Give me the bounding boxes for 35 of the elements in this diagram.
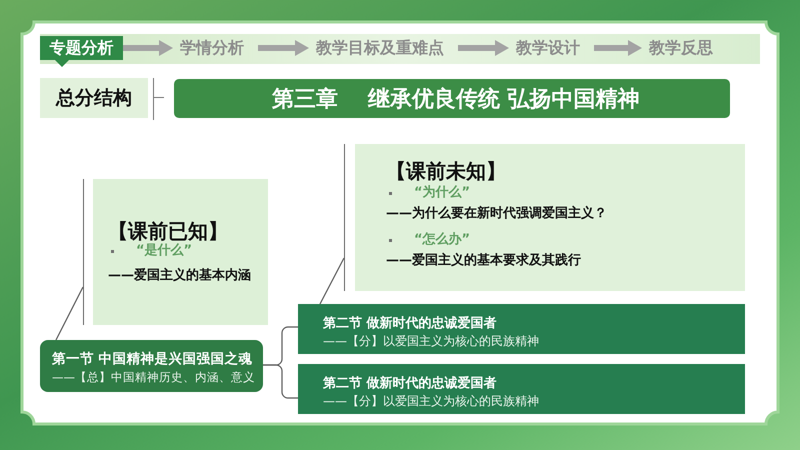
- card-heading: 【课前未知】: [386, 160, 506, 182]
- answer-text: ——爱国主义的基本内涵: [108, 266, 251, 285]
- section-subtitle: ——【总】中国精神历史、内涵、意义: [52, 369, 255, 385]
- question-text: “怎么办”: [414, 231, 470, 249]
- title-bar: [174, 79, 730, 118]
- answer-text: ——爱国主义的基本要求及其践行: [386, 252, 581, 270]
- answer-text: ——为什么要在新时代强调爱国主义？: [386, 204, 607, 223]
- chapter-number: 第三章: [272, 84, 338, 114]
- note-card: [83, 179, 268, 325]
- active-tab: 专题分析: [40, 36, 123, 67]
- section-card: [40, 340, 263, 392]
- brace-line: [263, 364, 298, 399]
- step-label: 学情分析: [166, 36, 258, 60]
- note-card: [344, 144, 745, 291]
- leader-line: [55, 286, 84, 340]
- question-text: “是什么”: [136, 242, 192, 260]
- arrow: [123, 40, 173, 56]
- heading-panel: 总分结构: [40, 78, 148, 118]
- section-title: 第二节 做新时代的忠诚爱国者: [323, 375, 497, 392]
- step-label: 教学目标及重难点: [302, 36, 458, 60]
- section-title: 第一节 中国精神是兴国强国之魂: [52, 350, 253, 368]
- chapter-title: 继承优良传统 弘扬中国精神: [368, 84, 640, 114]
- arrow: [594, 40, 642, 56]
- arrow: [258, 40, 309, 56]
- card-heading: 【课前已知】: [108, 220, 228, 242]
- section-card: [298, 304, 745, 354]
- section-title: 第二节 做新时代的忠诚爱国者: [323, 315, 497, 332]
- leader-line: [319, 258, 345, 304]
- section-card: [298, 364, 745, 414]
- section-subtitle: ——【分】以爱国主义为核心的民族精神: [323, 333, 539, 349]
- question-text: “为什么”: [414, 184, 470, 202]
- arrow: [458, 40, 509, 56]
- step-label: 教学设计: [502, 36, 594, 60]
- section-subtitle: ——【分】以爱国主义为核心的民族精神: [323, 393, 539, 409]
- step-label: 教学反思: [635, 36, 727, 60]
